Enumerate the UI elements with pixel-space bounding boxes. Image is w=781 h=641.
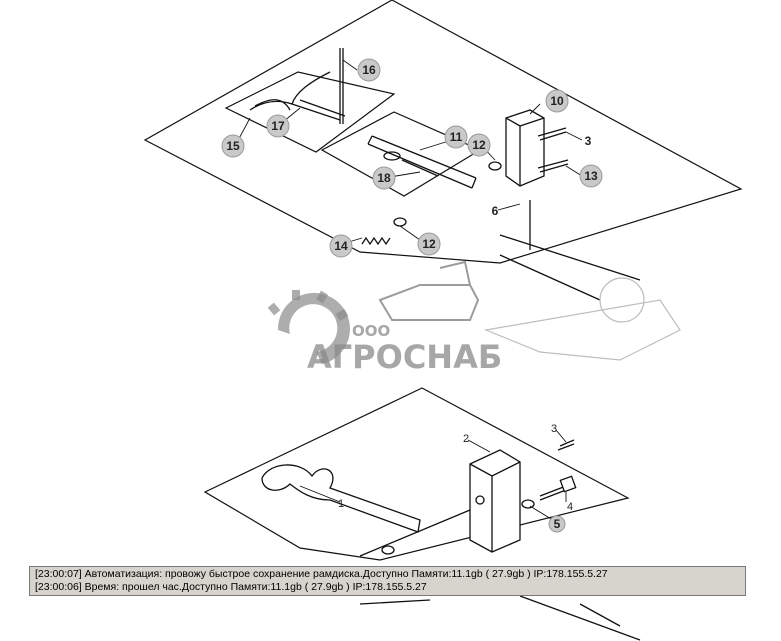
agrosnab-watermark: ООО АГРОСНАБ xyxy=(267,260,681,376)
log-line: [23:00:07] Автоматизация: провожу быстро… xyxy=(35,568,608,580)
hair-pin-1-part xyxy=(261,464,421,533)
bolt-3-bottom-part xyxy=(557,439,575,451)
lift-arm-part xyxy=(499,200,641,301)
watermark-brand: АГРОСНАБ xyxy=(307,338,502,376)
washer-bottom xyxy=(393,217,407,227)
top-exploded-view xyxy=(143,0,743,301)
bracket-2-edges xyxy=(469,461,521,552)
callout-15: 15 xyxy=(221,134,245,158)
svg-text:13: 13 xyxy=(584,169,598,183)
callout-18: 18 xyxy=(372,166,396,190)
callout-13: 13 xyxy=(579,164,603,188)
event-log-panel: [23:00:07] Автоматизация: провожу быстро… xyxy=(29,566,746,596)
bracket-2-hole xyxy=(475,495,485,505)
bar-slot xyxy=(401,159,439,177)
bottom-cut-off-parts xyxy=(359,595,641,641)
callout-4: 4 xyxy=(567,501,573,513)
callout-2: 2 xyxy=(463,433,469,445)
svg-text:12: 12 xyxy=(472,138,486,152)
callout-3-top: 3 xyxy=(585,134,592,148)
gear-logo-icon xyxy=(267,290,350,364)
pin-shaft-part xyxy=(359,509,471,557)
bolt-3-part xyxy=(537,127,567,141)
combine-harvester-icon xyxy=(378,260,480,321)
faded-arm-part xyxy=(483,277,681,361)
callout-14: 14 xyxy=(329,234,353,258)
washer-5 xyxy=(521,499,535,509)
bracket-part xyxy=(505,109,545,187)
hair-pin-part xyxy=(249,71,346,121)
callout-3-bottom: 3 xyxy=(551,423,557,435)
bolt-4-part xyxy=(539,485,567,501)
bolt-4-head xyxy=(559,475,577,493)
bottom-exploded-view xyxy=(203,387,630,561)
vertical-pin-part xyxy=(339,48,344,124)
callout-11: 11 xyxy=(444,125,468,149)
callout-12-upper: 12 xyxy=(467,133,491,157)
log-line: [23:00:06] Время: прошел час.Доступно Па… xyxy=(35,581,427,593)
bottom-leaders xyxy=(299,429,567,523)
spring-part xyxy=(361,236,391,246)
svg-text:15: 15 xyxy=(226,139,240,153)
callout-16: 16 xyxy=(357,58,381,82)
svg-text:17: 17 xyxy=(271,119,285,133)
svg-text:12: 12 xyxy=(422,237,436,251)
callout-17: 17 xyxy=(266,114,290,138)
bracket-2-part xyxy=(469,449,521,553)
svg-text:18: 18 xyxy=(377,171,391,185)
watermark-ooo: ООО xyxy=(352,322,390,340)
washer-left xyxy=(381,545,395,555)
bar-bushing xyxy=(383,151,401,161)
svg-text:14: 14 xyxy=(334,239,348,253)
svg-text:16: 16 xyxy=(362,63,376,77)
inset-box-left xyxy=(224,71,396,153)
svg-text:10: 10 xyxy=(550,94,564,108)
bottom-plate xyxy=(203,387,630,561)
svg-text:5: 5 xyxy=(554,517,561,531)
top-plate xyxy=(143,0,743,264)
top-callouts: 16 10 17 15 11 12 3 18 13 6 14 12 xyxy=(221,58,603,258)
bottom-callouts: 2 3 1 4 5 xyxy=(338,423,573,533)
callout-1: 1 xyxy=(338,498,344,510)
callout-10: 10 xyxy=(545,89,569,113)
bolt-13-part xyxy=(537,159,569,173)
callout-5: 5 xyxy=(548,515,566,533)
svg-text:11: 11 xyxy=(450,130,463,144)
svg-text:6: 6 xyxy=(492,204,499,218)
callout-6: 6 xyxy=(492,204,499,218)
washer-top xyxy=(488,161,502,171)
callout-12-lower: 12 xyxy=(417,232,441,256)
bar-part xyxy=(367,135,477,189)
svg-text:3: 3 xyxy=(585,134,592,148)
bracket-edges xyxy=(505,117,545,186)
